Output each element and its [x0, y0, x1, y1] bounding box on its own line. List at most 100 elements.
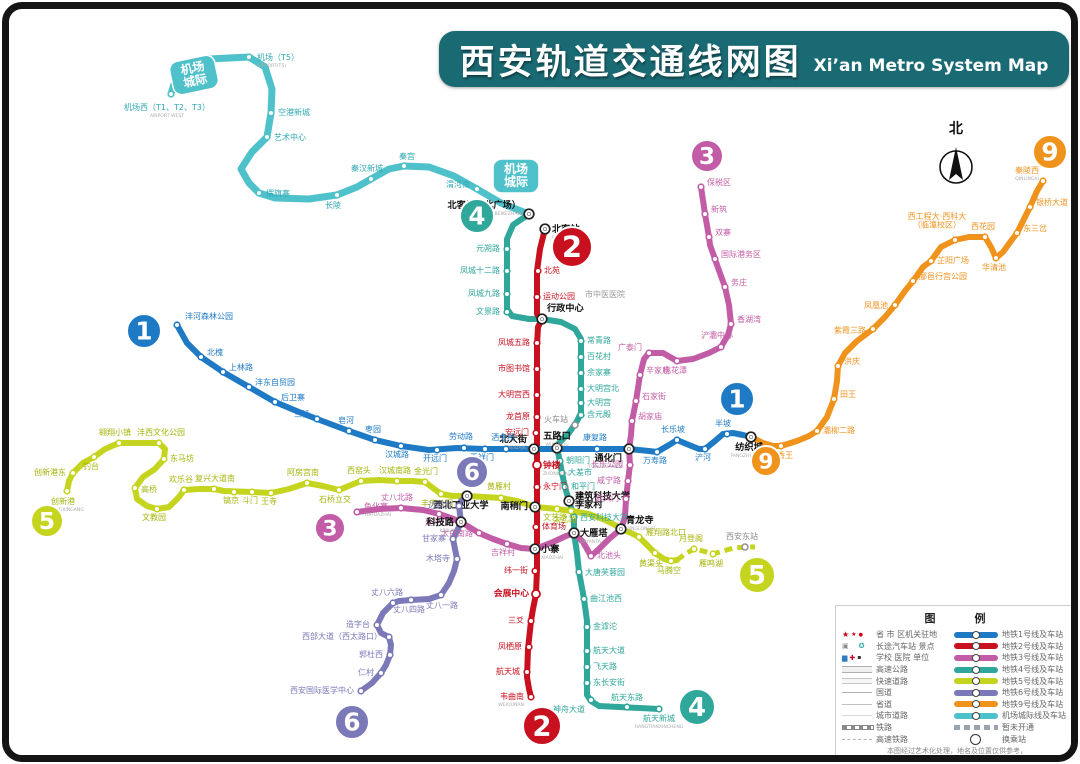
legend-line-label: 地铁6号线及车站 — [1002, 688, 1064, 698]
transfer-icon — [567, 498, 572, 503]
station: 吉祥村 — [491, 540, 515, 557]
station-label: 石家街 — [642, 391, 666, 401]
station-dot — [267, 109, 275, 117]
station-pinyin: QINGLONGSI — [626, 526, 655, 532]
station-dot-future — [741, 543, 749, 551]
station-dot — [575, 568, 583, 576]
station-dot — [981, 233, 989, 241]
station: 西花园 — [971, 221, 995, 241]
station-dot — [645, 349, 653, 357]
station: 王寺 — [261, 489, 277, 506]
station-label: 体育场 — [542, 521, 566, 531]
station-label: 洪庆 — [844, 356, 860, 366]
station-dot — [503, 267, 511, 275]
station: 凤凰池 — [864, 300, 899, 310]
station: 东三岔 — [1013, 223, 1047, 237]
station-label: 摆旗寨 — [266, 188, 290, 198]
station: 洪庆 — [834, 356, 860, 370]
station: 含元殿 — [577, 409, 611, 419]
station: 金滹沱 — [583, 621, 617, 631]
station-label: 吉祥村 — [491, 547, 515, 557]
airport-badge-label: 机场城际 — [179, 58, 208, 90]
transfer-icon — [627, 446, 632, 451]
line-badge-number: 4 — [688, 693, 706, 723]
station: 西安科技大学 — [570, 512, 628, 522]
station-label: 枣园 — [365, 424, 381, 434]
line-badge-line5: 5 — [738, 556, 776, 594]
station: 火车站 — [544, 414, 579, 429]
station-dot — [155, 439, 163, 447]
station-label: 朝阳门 — [566, 455, 590, 465]
station: 丈八一路 — [426, 591, 458, 610]
station: 常青路 — [577, 335, 611, 345]
metro-line-sample — [954, 688, 998, 697]
station: 和平门 — [561, 481, 595, 491]
station-dot — [210, 485, 218, 493]
station: 丈八四路 — [393, 596, 425, 614]
line-badge-number: 9 — [758, 450, 773, 475]
line-badge-number: 2 — [562, 230, 582, 264]
station-label: 三桥 — [294, 409, 310, 419]
line-path-line1 — [174, 322, 754, 455]
line-badge-circle — [314, 512, 346, 544]
station-label: 秦陵西 — [1015, 165, 1039, 175]
legend-row: 国道地铁6号线及车站 — [842, 687, 1071, 699]
station-label: 空港新城 — [278, 107, 310, 117]
station-dot — [705, 233, 713, 241]
line-path-line5 — [64, 440, 680, 564]
metro-lines-layer — [64, 53, 1046, 712]
station: 钓台 — [83, 453, 99, 471]
station-dot — [909, 277, 917, 285]
station-label: 桃花潭 — [663, 365, 687, 375]
station-dot — [523, 668, 531, 676]
station-dot — [655, 705, 663, 713]
station: 长乐公园 — [591, 459, 634, 469]
transfer-icon — [572, 531, 577, 536]
station-label: 秦宫 — [399, 151, 415, 161]
station: 秦宫 — [399, 151, 415, 170]
station-dot — [160, 455, 168, 463]
station-dot — [433, 446, 441, 454]
station-label: 木塔寺 — [426, 553, 450, 563]
station-dot — [397, 504, 405, 512]
station-dot — [723, 430, 731, 438]
station-label: 北苑 — [544, 265, 560, 275]
line-badge-circle — [750, 445, 782, 477]
station: 体育场 — [532, 521, 566, 531]
station-label: 安远门 — [505, 427, 529, 437]
station: 枣园 — [365, 424, 381, 444]
airport-badge-label: 机场城际 — [504, 161, 528, 189]
station: 阿房宫南 — [287, 467, 319, 487]
legend-sample — [954, 711, 1002, 720]
station-label: 高桥 — [141, 484, 157, 494]
station-pinyin: WEIQUNAN — [498, 702, 524, 708]
station-label: 金滹沱 — [593, 621, 617, 631]
legend-line-label: 机场城际线及车站 — [1002, 711, 1066, 721]
legend-title: 图 例 — [924, 612, 1000, 625]
station-label: 行政中心 — [546, 302, 585, 314]
station: 香王 — [777, 442, 793, 460]
station-label: 郦邑行宫公园 — [919, 271, 967, 281]
station-dot — [377, 669, 385, 677]
transfer-icon — [543, 226, 548, 231]
station: 浐河 — [695, 445, 711, 462]
station: 沣东自贸园 — [245, 377, 295, 391]
transfer-icon — [532, 446, 537, 451]
legend-sample — [954, 665, 1002, 674]
legend-line-label: 地铁2号线及车站 — [1002, 641, 1064, 651]
station-label: 西工程大·西科大（临潼校区） — [908, 211, 967, 229]
station-dot — [570, 513, 578, 521]
station-pinyin: BEIDAJIE — [507, 445, 527, 451]
legend-label: 高速公路 — [876, 665, 908, 675]
station-dot — [690, 545, 698, 553]
station-label: 大差市 — [568, 467, 592, 477]
station-label: 镐京 — [223, 495, 239, 505]
station: 后卫寨 — [271, 392, 305, 406]
metro-line-sample — [954, 700, 998, 709]
station-label: 曲江池西 — [590, 593, 622, 603]
station: 元朔路 — [476, 243, 511, 253]
station-dot — [532, 429, 540, 437]
station-dot — [473, 185, 481, 193]
